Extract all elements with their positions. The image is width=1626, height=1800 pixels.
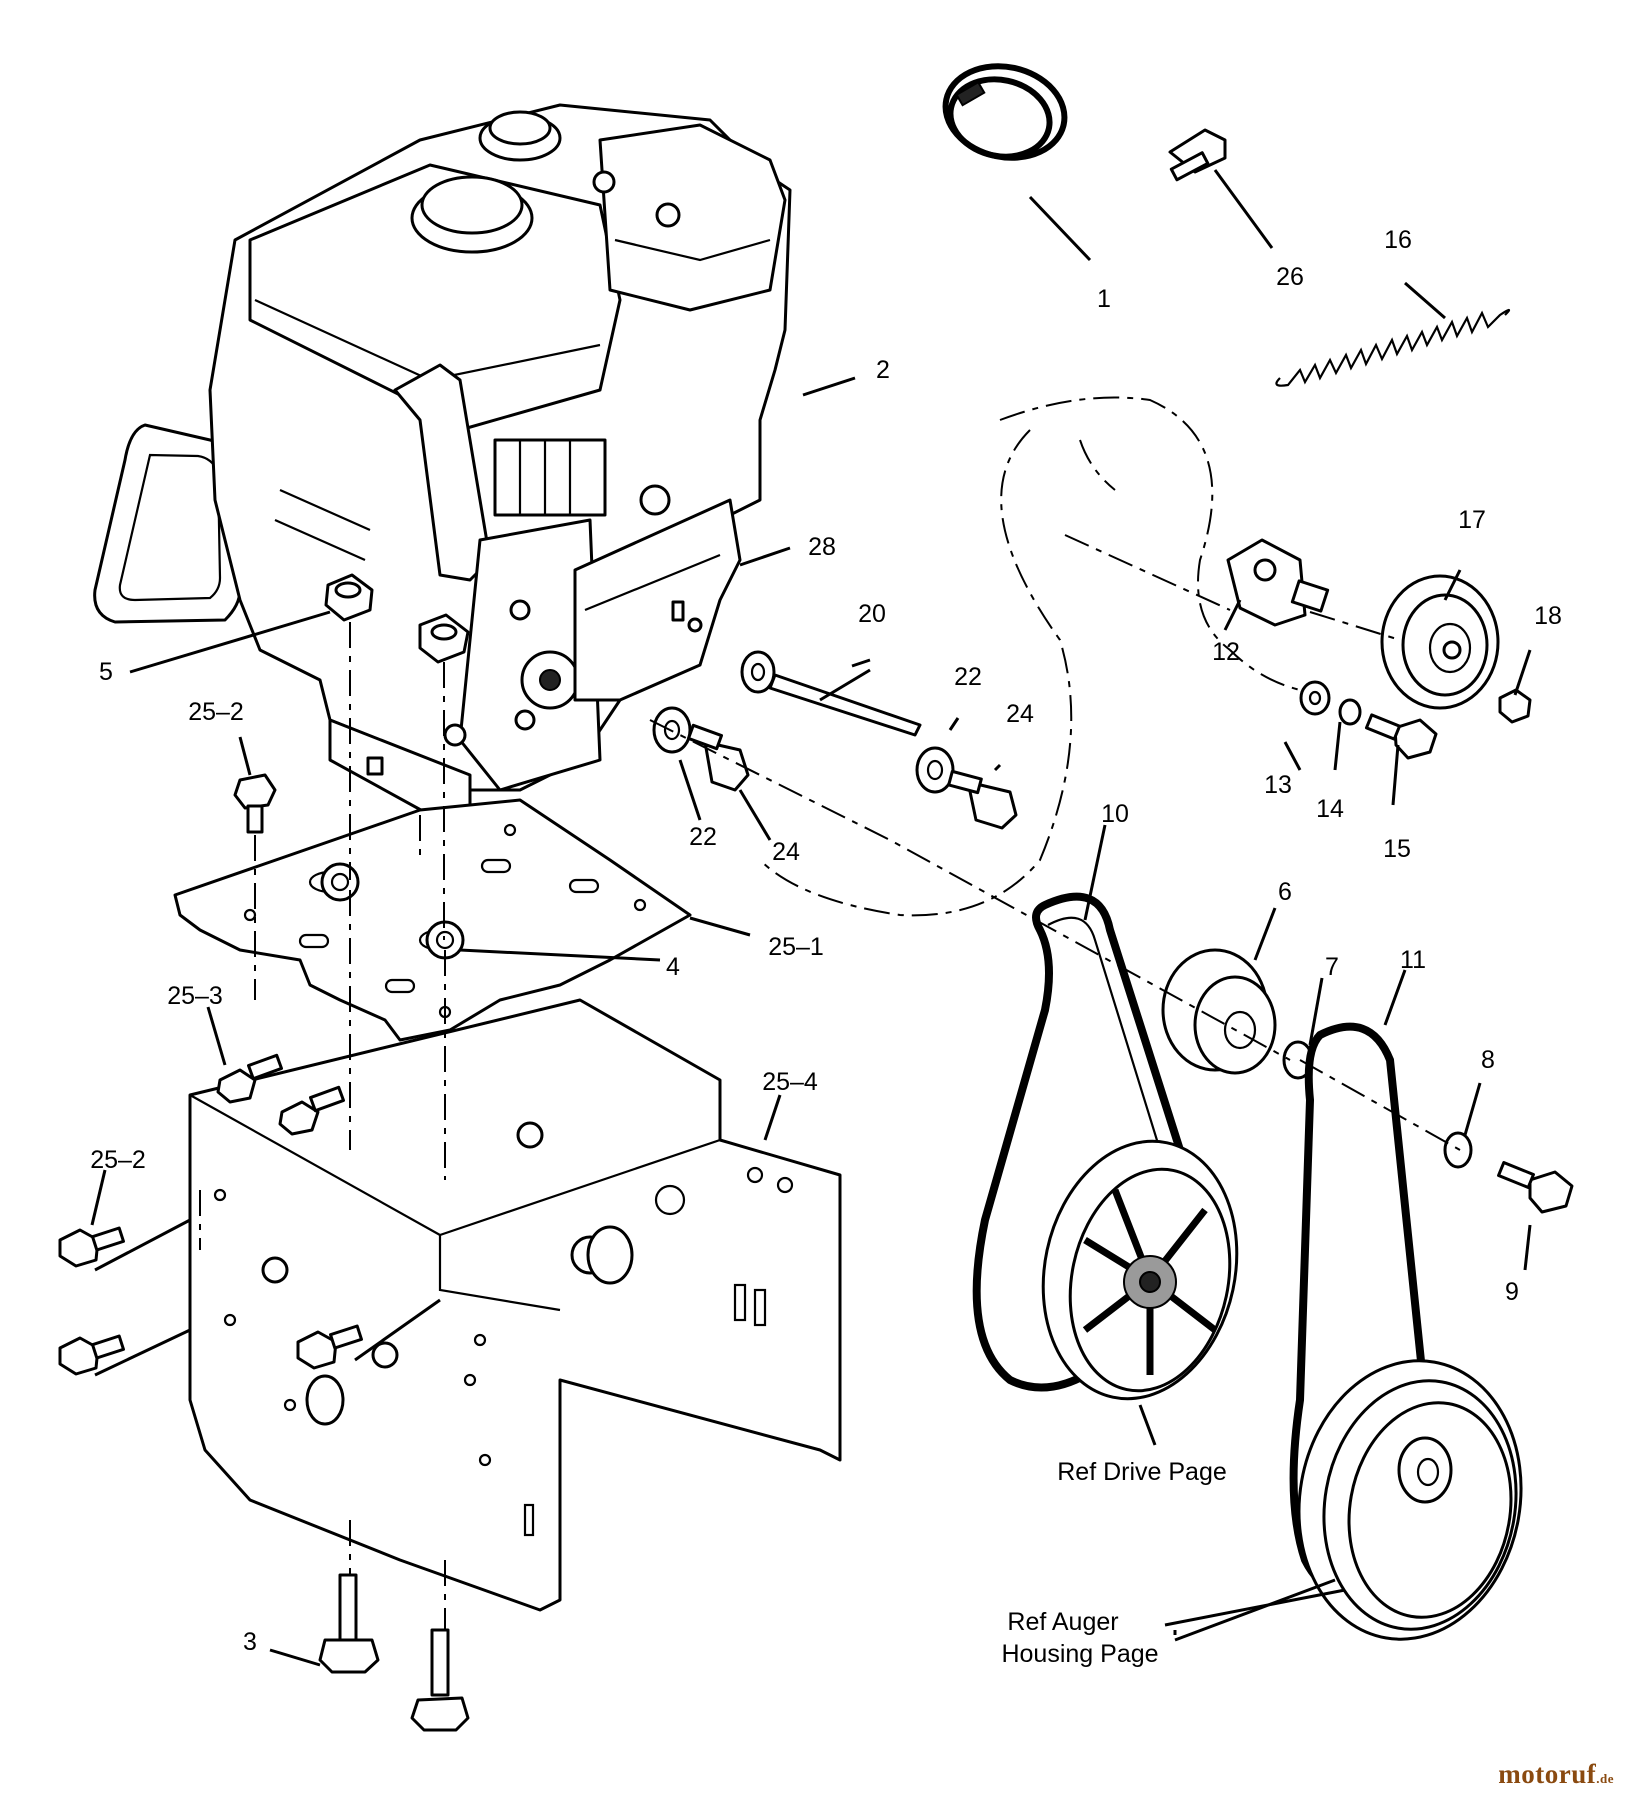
callout-14: 14 — [1316, 795, 1344, 823]
engine — [93, 103, 792, 817]
watermark-brand: motoruf — [1498, 1759, 1597, 1789]
bolt-9 — [1528, 1170, 1574, 1214]
callout-25-3: 25–3 — [167, 982, 223, 1010]
bolt-24b — [966, 780, 1018, 830]
ref-auger-line2: Housing Page — [1001, 1640, 1158, 1668]
mounting-plate — [173, 798, 692, 1042]
callout-11: 11 — [1400, 946, 1426, 974]
bolt-25-2-side-a — [58, 1228, 100, 1268]
bolt-frame-mid — [296, 1330, 338, 1370]
frame — [188, 998, 842, 1612]
bolt-15 — [1393, 718, 1438, 760]
ref-drive-page: Ref Drive Page — [1057, 1458, 1227, 1486]
bolt-25-3-a — [216, 1068, 257, 1104]
callout-18: 18 — [1534, 602, 1562, 630]
callout-9: 9 — [1505, 1278, 1519, 1306]
crankcase — [458, 518, 602, 792]
callout-13: 13 — [1264, 771, 1292, 799]
callout-7: 7 — [1325, 953, 1339, 981]
callout-26: 26 — [1276, 263, 1304, 291]
shaft-20 — [768, 673, 922, 737]
ref-auger-line1: Ref Auger — [1007, 1608, 1118, 1636]
assembly-lines — [199, 396, 1461, 1630]
callout-5: 5 — [99, 658, 113, 686]
callout-17: 17 — [1458, 506, 1486, 534]
drive-assembly — [972, 892, 1574, 1641]
callout-25-1: 25–1 — [768, 933, 824, 961]
idler-arm-12 — [1226, 538, 1307, 627]
callout-25-2-top: 25–2 — [188, 698, 244, 726]
callout-labels: 1 26 16 2 28 17 12 18 20 22 24 22 24 13 … — [90, 226, 1562, 1668]
carriage-bolt-3 — [318, 1638, 380, 1674]
extension-cord-1 — [942, 63, 1068, 161]
spring-16 — [1275, 308, 1511, 387]
bolts — [58, 706, 1018, 1732]
accessories — [942, 63, 1227, 182]
washer-13 — [1299, 680, 1331, 716]
watermark-tld: .de — [1596, 1771, 1614, 1786]
carriage-bolt-3b — [410, 1696, 470, 1732]
callout-6: 6 — [1278, 878, 1292, 906]
bolt-25-3-b — [278, 1100, 320, 1136]
callout-25-4: 25–4 — [762, 1068, 818, 1096]
belt-cover — [573, 498, 742, 702]
callout-8: 8 — [1481, 1046, 1495, 1074]
washer-14 — [1338, 698, 1362, 726]
callout-16: 16 — [1384, 226, 1412, 254]
shaft-washer — [740, 650, 776, 694]
callout-28: 28 — [808, 533, 836, 561]
callout-3: 3 — [243, 1628, 257, 1656]
callout-15: 15 — [1383, 835, 1411, 863]
bolt-25-2-side-b — [58, 1336, 100, 1376]
callout-12: 12 — [1212, 638, 1240, 666]
callout-22a: 22 — [954, 663, 982, 691]
callout-1: 1 — [1097, 285, 1111, 313]
callout-24b: 24 — [772, 838, 800, 866]
bolt-24a — [703, 740, 750, 792]
watermark-logo: motoruf.de — [1498, 1759, 1614, 1790]
lock-washer-1 — [320, 862, 360, 902]
drive-pulley-spokes — [1082, 1188, 1218, 1375]
callout-22b: 22 — [689, 823, 717, 851]
callout-4: 4 — [666, 953, 680, 981]
callout-20: 20 — [858, 600, 886, 628]
air-cleaner — [598, 123, 787, 312]
callout-25-2-side: 25–2 — [90, 1146, 146, 1174]
callout-2: 2 — [876, 356, 890, 384]
callout-24a: 24 — [1006, 700, 1034, 728]
leader-lines — [90, 169, 1532, 1667]
callout-10: 10 — [1101, 800, 1129, 828]
idler-assembly — [1226, 308, 1532, 760]
idler-shaft — [740, 650, 922, 737]
bolt-25-2-top — [233, 773, 277, 810]
